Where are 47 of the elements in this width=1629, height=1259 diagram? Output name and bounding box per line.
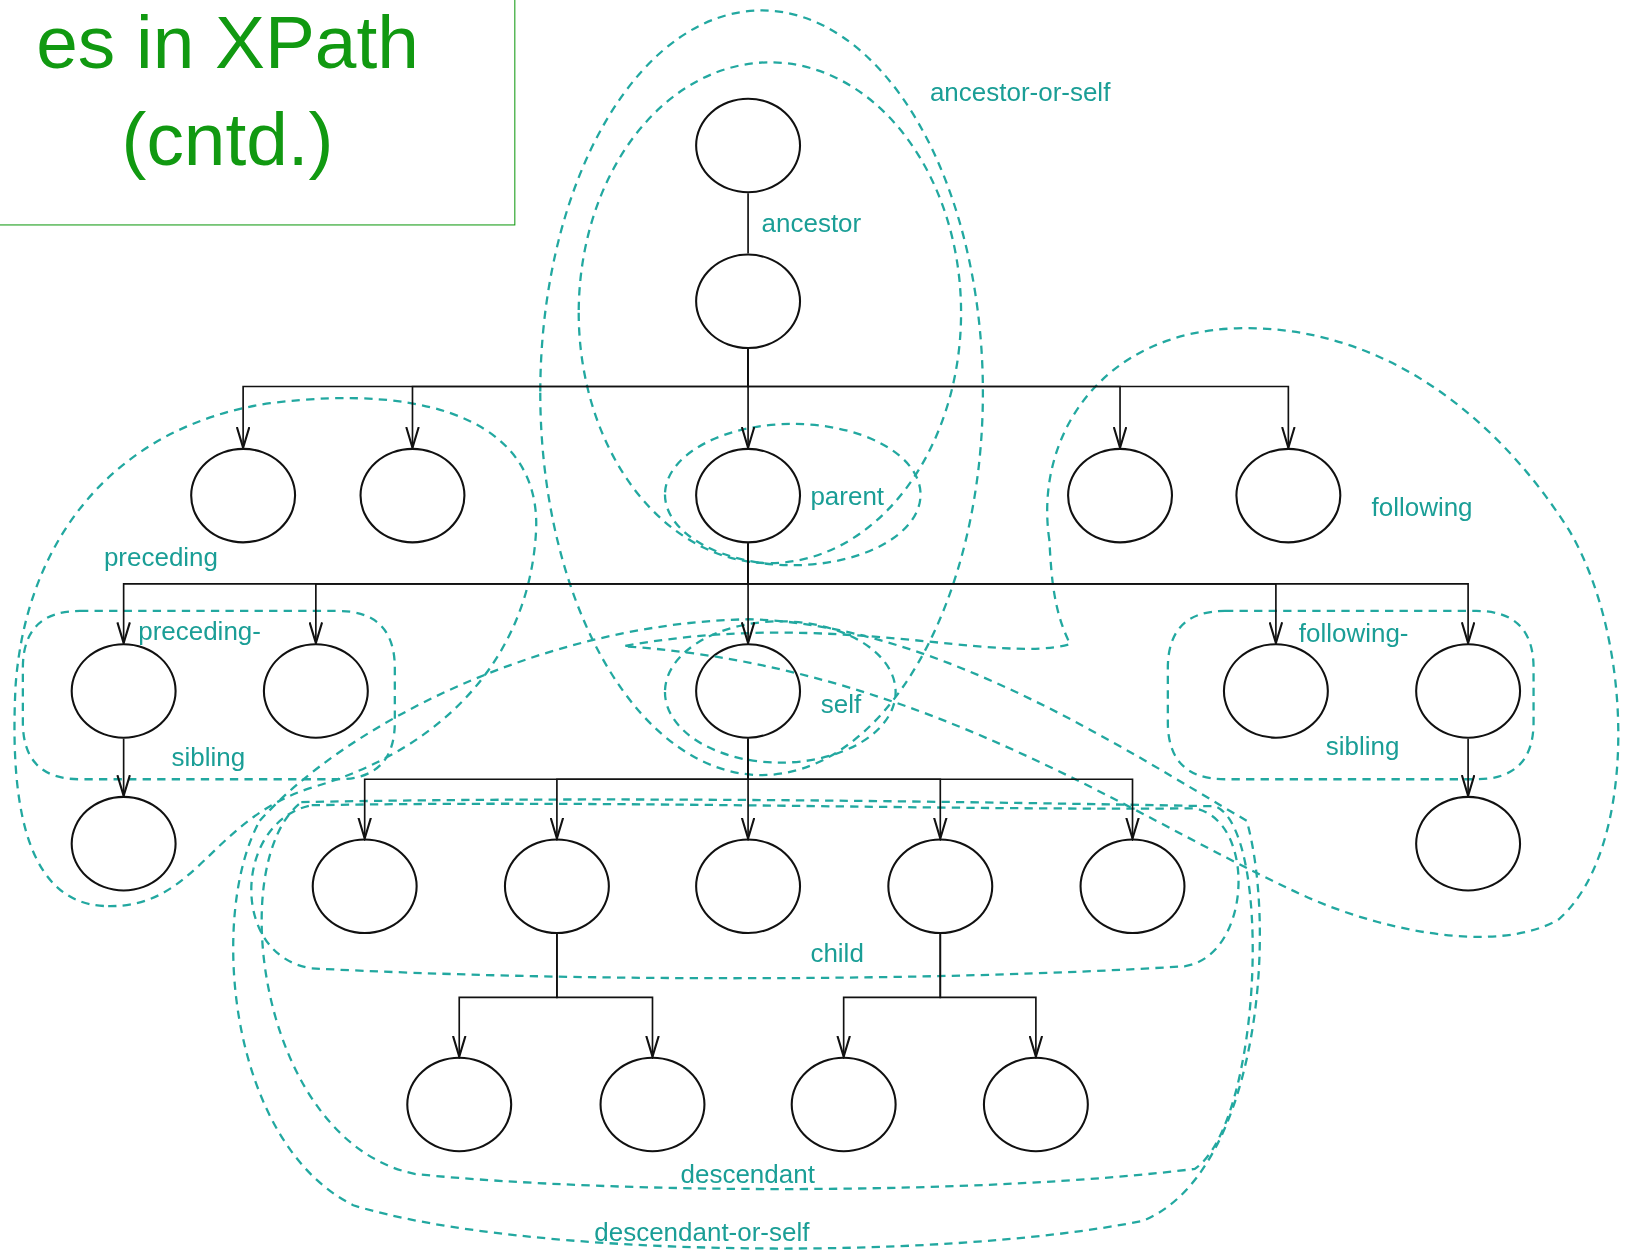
axis-label: preceding: [103, 542, 218, 572]
connector-arrow: [1460, 737, 1476, 797]
tree-node-circle: [359, 447, 466, 544]
axis-label: parent: [810, 481, 885, 511]
axis-label: following: [1371, 492, 1473, 522]
tree-node-circle: [695, 447, 802, 544]
tree-node-circle: [695, 97, 802, 194]
connector-arrow: [747, 348, 1296, 449]
axis-label: following-: [1298, 618, 1409, 648]
tree-node-circle: [982, 1056, 1089, 1153]
dashed-region: [662, 619, 898, 765]
axis-label: descendant: [680, 1159, 815, 1189]
axis-label: ancestor: [761, 207, 862, 237]
tree-node-circle: [790, 1056, 897, 1153]
tree-node-circle: [503, 838, 610, 935]
tree-node-circle: [1235, 447, 1342, 544]
slide-title: es in XPath (cntd.): [35, 0, 420, 183]
tree-node-circle: [1067, 447, 1174, 544]
tree-node-circle: [70, 795, 177, 892]
dashed-region: [20, 608, 397, 782]
axis-label: sibling: [171, 741, 246, 771]
axis-label: child: [810, 938, 864, 968]
tree-node-circle: [695, 643, 802, 739]
tree-node-circle: [1079, 838, 1186, 935]
tree-node-circle: [695, 253, 802, 350]
axis-label: self: [820, 688, 862, 718]
axis-label: descendant-or-self: [594, 1216, 810, 1246]
connector-arrow: [747, 542, 1476, 645]
tree-node-circle: [887, 838, 994, 935]
connector-arrow: [556, 933, 660, 1058]
connector-arrow: [747, 737, 1140, 840]
tree-node-circle: [190, 447, 297, 544]
connector-arrow: [939, 933, 1044, 1058]
tree-node-circle: [599, 1056, 706, 1153]
tree-node-circle: [1415, 795, 1522, 892]
axis-label: preceding-: [138, 616, 261, 646]
tree-node-circle: [70, 643, 177, 739]
dashed-region: [662, 421, 923, 568]
dashed-region: [1165, 608, 1536, 782]
tree-node-circle: [695, 838, 802, 935]
tree-node-circle: [406, 1056, 513, 1153]
tree-node-circle: [311, 838, 418, 935]
connector-arrow: [116, 737, 131, 797]
axis-label: sibling: [1325, 731, 1400, 761]
tree-node-circle: [1415, 643, 1522, 739]
tree-node-circle: [262, 643, 369, 739]
axis-label: ancestor-or-self: [929, 76, 1111, 106]
